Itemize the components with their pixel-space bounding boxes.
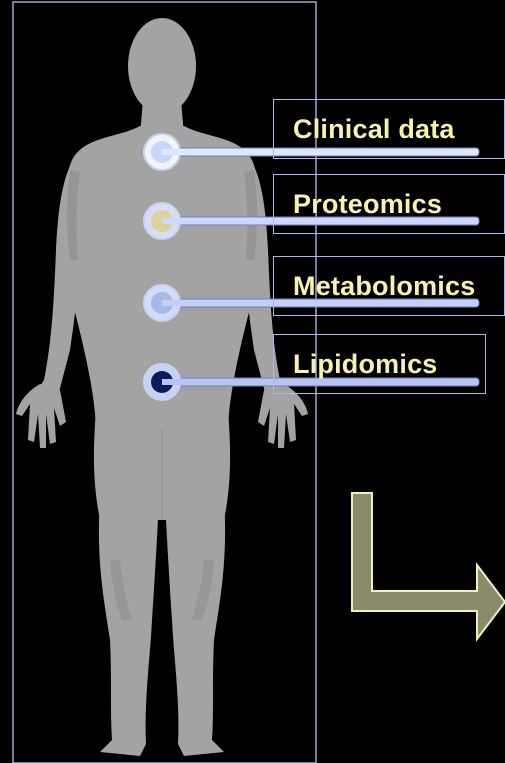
connector-pin-metabolomics	[162, 300, 202, 306]
connector-pin-proteomics	[162, 218, 202, 224]
label-clinical-data: Clinical data	[293, 114, 455, 145]
label-lipidomics: Lipidomics	[293, 349, 438, 380]
connector-pin-clinical-data	[162, 149, 202, 155]
elbow-arrow-icon	[352, 493, 505, 639]
label-proteomics: Proteomics	[293, 189, 442, 220]
connector-pin-lipidomics	[162, 379, 202, 385]
label-metabolomics: Metabolomics	[293, 271, 475, 302]
